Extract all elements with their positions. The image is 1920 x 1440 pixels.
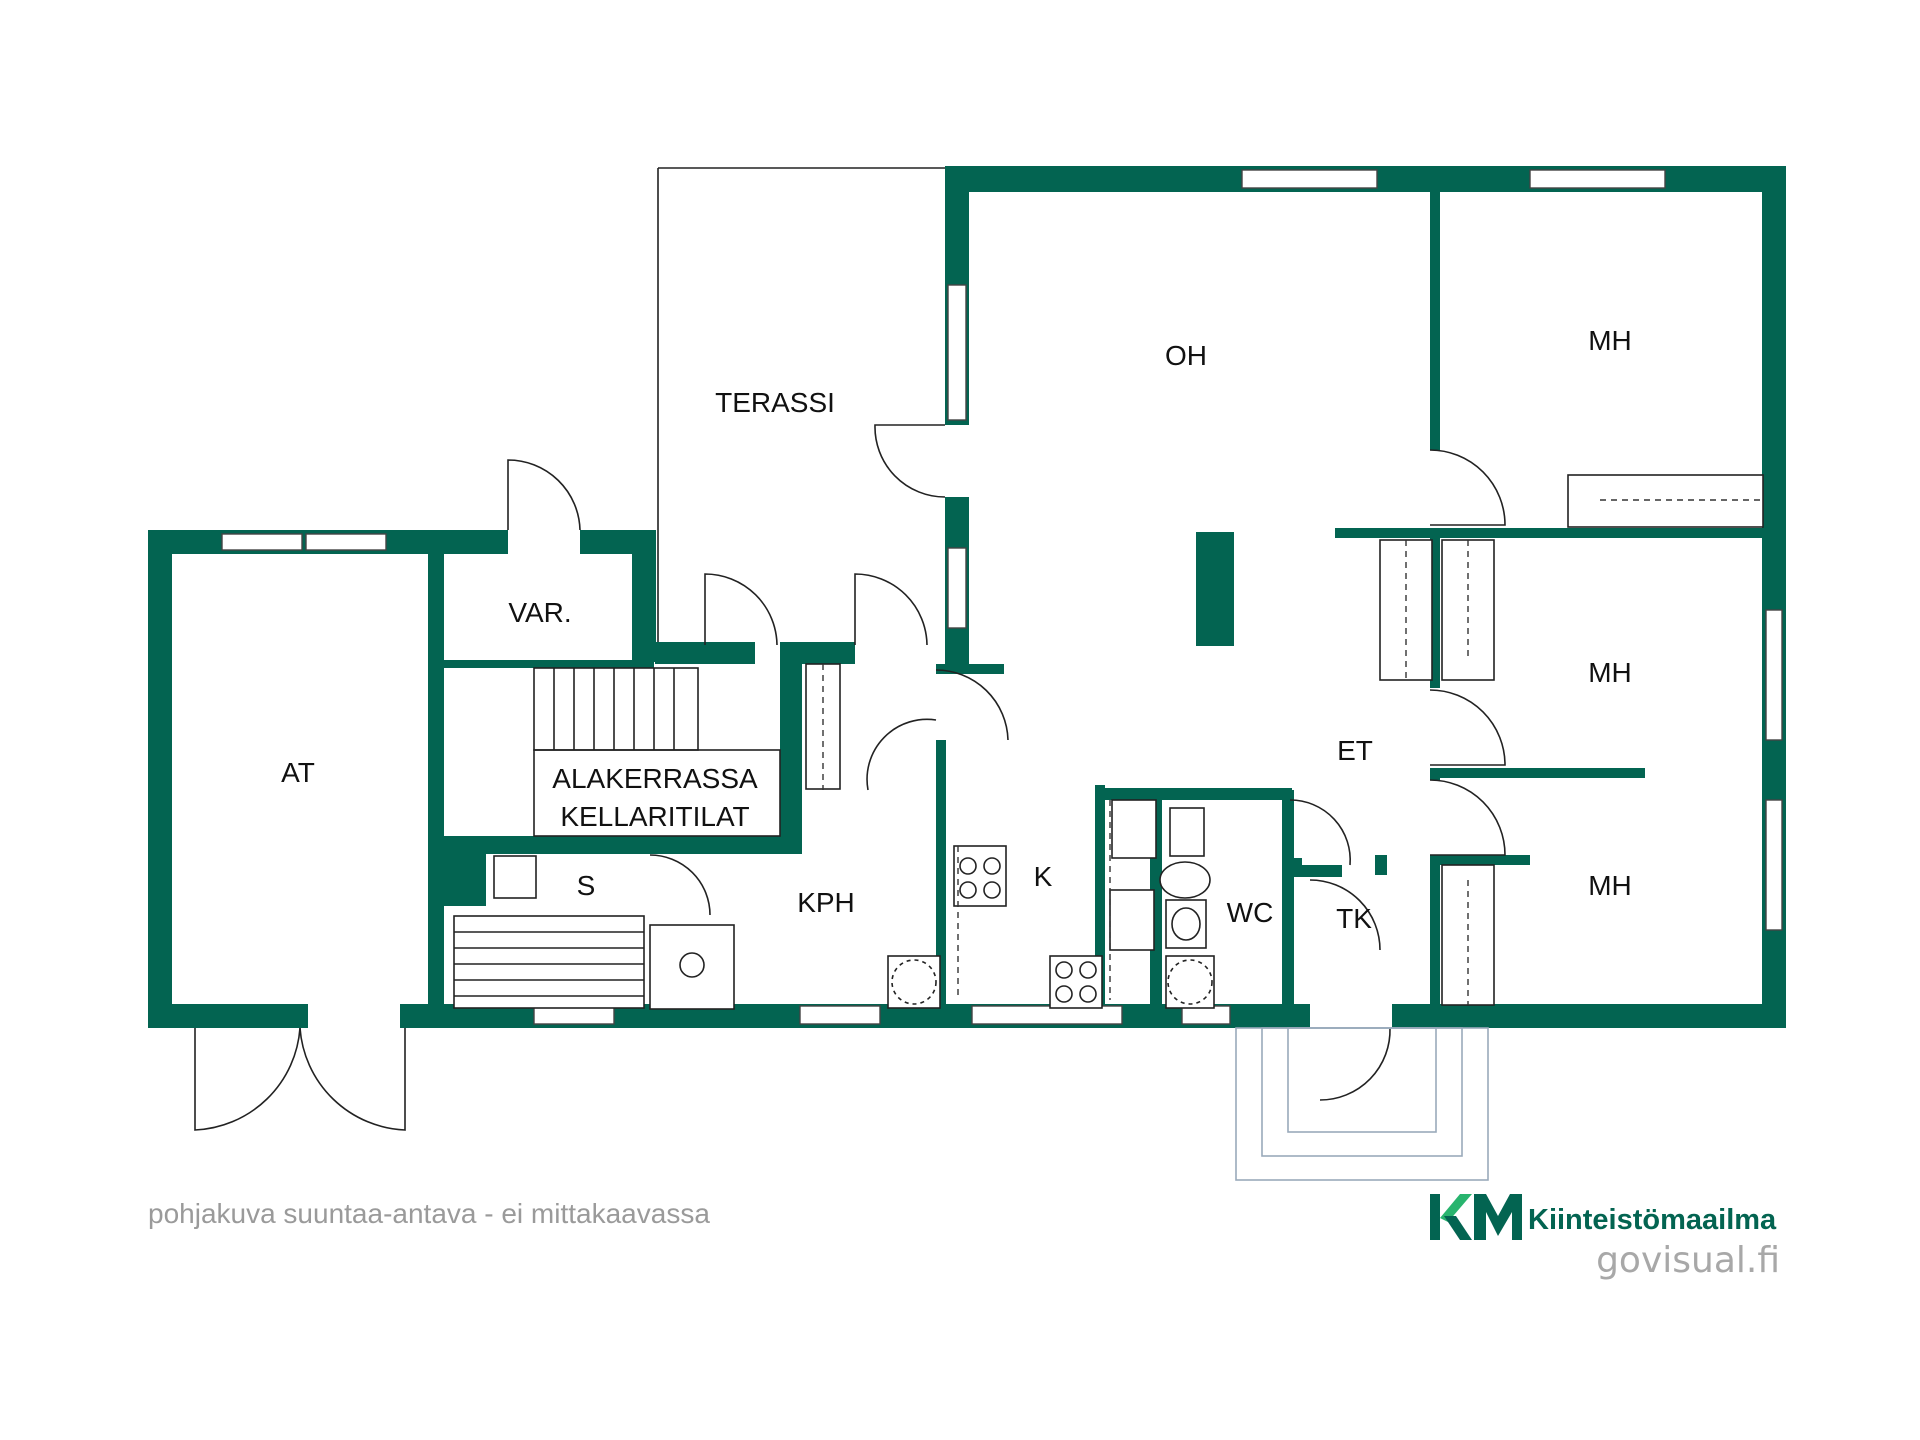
room-label-terassi: TERASSI <box>715 387 835 418</box>
disclaimer-text: pohjakuva suuntaa-antava - ei mittakaava… <box>148 1198 710 1229</box>
room-label-var: VAR. <box>508 597 571 628</box>
website-text: govisual.fi <box>1596 1240 1780 1281</box>
room-label-at: AT <box>281 757 315 788</box>
brand-logo: KM Kiinteistömaailma <box>1430 1192 1780 1252</box>
room-label-basement-line2: KELLARITILAT <box>560 801 749 832</box>
room-label-mh-mid: MH <box>1588 657 1632 688</box>
basement-stairs <box>533 667 781 837</box>
room-label-et: ET <box>1337 735 1373 766</box>
room-label-k: K <box>1034 861 1053 892</box>
room-label-oh: OH <box>1165 340 1207 371</box>
km-logo-icon: KM <box>1430 1192 1522 1240</box>
sauna-bench <box>453 855 645 1009</box>
room-label-s: S <box>577 870 596 901</box>
fixtures <box>649 799 1215 1010</box>
entrance-steps <box>1235 1027 1489 1181</box>
doors <box>194 424 1506 1131</box>
terrace-outline <box>657 167 945 645</box>
room-label-tk: TK <box>1336 903 1372 934</box>
room-label-mh-top: MH <box>1588 325 1632 356</box>
windows <box>221 169 1783 1025</box>
wardrobes <box>805 474 1764 1006</box>
room-label-kph: KPH <box>797 887 855 918</box>
brand-logo-text: KM <box>1430 1192 1432 1193</box>
room-label-basement-line1: ALAKERRASSA <box>552 763 758 794</box>
brand-name: Kiinteistömaailma <box>1528 1204 1777 1236</box>
room-label-mh-bottom: MH <box>1588 870 1632 901</box>
room-label-wc: WC <box>1227 897 1274 928</box>
